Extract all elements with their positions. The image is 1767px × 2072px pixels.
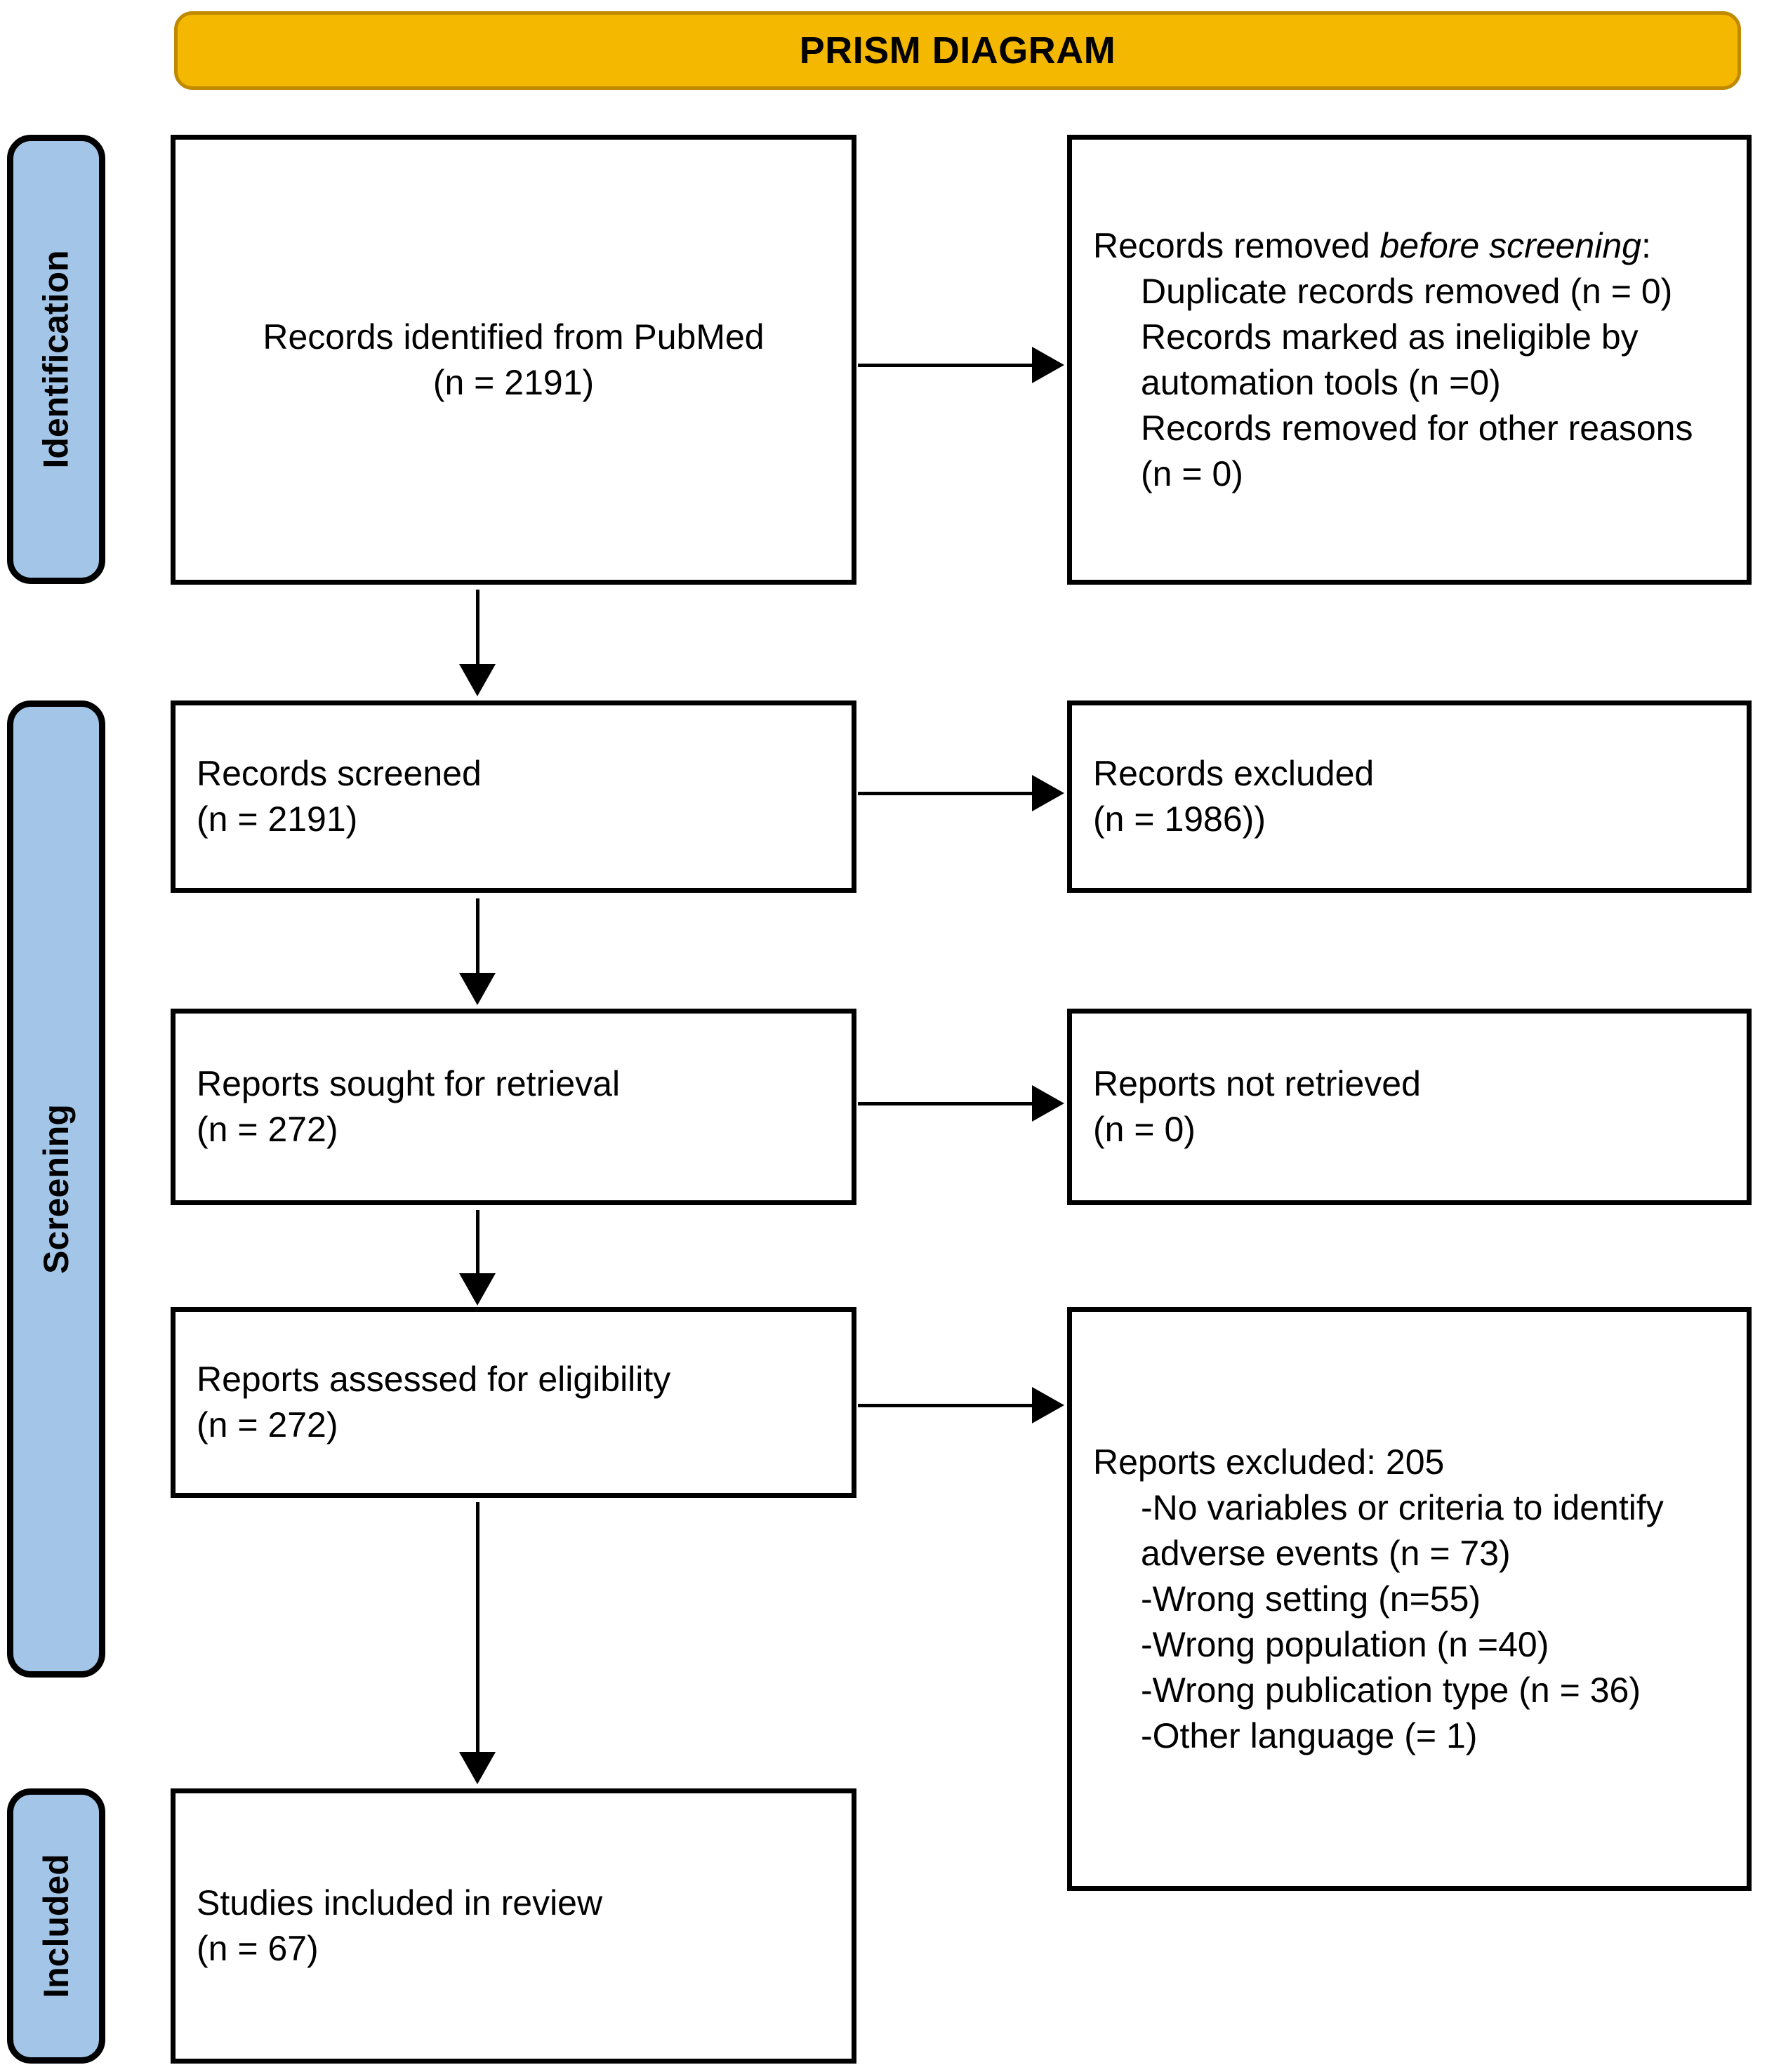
box-reports-excluded-item-2: -Wrong setting (n=55) [1141,1579,1481,1619]
stage-label-screening-text: Screening [37,1104,76,1274]
box-records-removed-item-1: Duplicate records removed (n = 0) [1141,271,1673,311]
box-reports-not-retrieved-line2: (n = 0) [1093,1110,1196,1149]
box-reports-not-retrieved: Reports not retrieved (n = 0) [1067,1009,1752,1205]
box-reports-excluded-item-1: -No variables or criteria to identify ad… [1141,1487,1664,1573]
box-reports-sought-line2: (n = 272) [197,1110,338,1149]
box-reports-sought-line1: Reports sought for retrieval [197,1064,621,1103]
box-records-removed-heading-prefix: Records removed [1093,225,1380,265]
box-reports-assessed-for-eligibility: Reports assessed for eligibility (n = 27… [171,1307,856,1498]
box-studies-included-line1: Studies included in review [197,1883,603,1922]
arrow-head-down-icon [459,1273,496,1306]
arrow-head-down-icon [459,973,496,1005]
arrow-shaft [858,1102,1033,1105]
box-reports-assessed-line2: (n = 272) [197,1405,338,1445]
stage-label-screening: Screening [7,700,105,1678]
arrow-shaft [858,792,1033,795]
box-records-removed-heading: Records removed before screening: [1093,223,1726,269]
arrow-shaft [858,1404,1033,1407]
box-records-excluded-line2: (n = 1986)) [1093,799,1266,839]
stage-label-identification-text: Identification [37,250,77,469]
stage-label-included-text: Included [37,1854,77,1998]
arrow-head-right-icon [1032,1085,1064,1122]
box-records-excluded-line1: Records excluded [1093,754,1375,793]
box-reports-sought-for-retrieval: Reports sought for retrieval (n = 272) [171,1009,856,1205]
box-records-screened: Records screened (n = 2191) [171,700,856,893]
arrow-shaft [858,364,1033,367]
box-reports-excluded: Reports excluded: 205 -No variables or c… [1067,1307,1752,1891]
box-reports-excluded-heading: Reports excluded: 205 [1093,1442,1445,1482]
box-records-removed-before-screening: Records removed before screening: Duplic… [1067,135,1752,585]
box-reports-excluded-item-3: -Wrong population (n =40) [1141,1624,1549,1664]
page-title: PRISM DIAGRAM [799,29,1116,72]
box-records-identified-line2: (n = 2191) [432,362,595,402]
box-reports-excluded-item-4: -Wrong publication type (n = 36) [1141,1670,1641,1710]
stage-label-identification: Identification [7,135,105,584]
box-records-removed-heading-suffix: : [1641,225,1651,265]
arrow-head-right-icon [1032,347,1064,383]
arrow-shaft [476,1502,479,1753]
arrow-shaft [476,898,479,974]
box-records-screened-line1: Records screened [197,754,482,793]
box-studies-included-in-review: Studies included in review (n = 67) [171,1788,856,2064]
arrow-shaft [476,1210,479,1275]
box-records-identified-line1: Records identified from PubMed [263,317,765,357]
box-records-removed-item-3: Records removed for other reasons (n = 0… [1141,408,1693,493]
box-records-excluded: Records excluded (n = 1986)) [1067,700,1752,893]
arrow-head-right-icon [1032,1387,1064,1423]
box-reports-not-retrieved-line1: Reports not retrieved [1093,1064,1421,1103]
diagram-header-banner: PRISM DIAGRAM [174,11,1741,90]
stage-label-included: Included [7,1788,105,2064]
arrow-shaft [476,590,479,665]
box-records-screened-line2: (n = 2191) [197,799,358,839]
box-studies-included-line2: (n = 67) [197,1929,319,1968]
box-reports-excluded-item-5: -Other language (= 1) [1141,1715,1478,1755]
arrow-head-down-icon [459,664,496,696]
box-records-identified: Records identified from PubMed (n = 2191… [171,135,856,585]
arrow-head-down-icon [459,1752,496,1784]
box-reports-assessed-line1: Reports assessed for eligibility [197,1360,671,1399]
box-records-removed-heading-italic: before screening [1379,225,1641,265]
box-records-removed-item-2: Records marked as ineligible by automati… [1141,317,1639,402]
arrow-head-right-icon [1032,775,1064,811]
